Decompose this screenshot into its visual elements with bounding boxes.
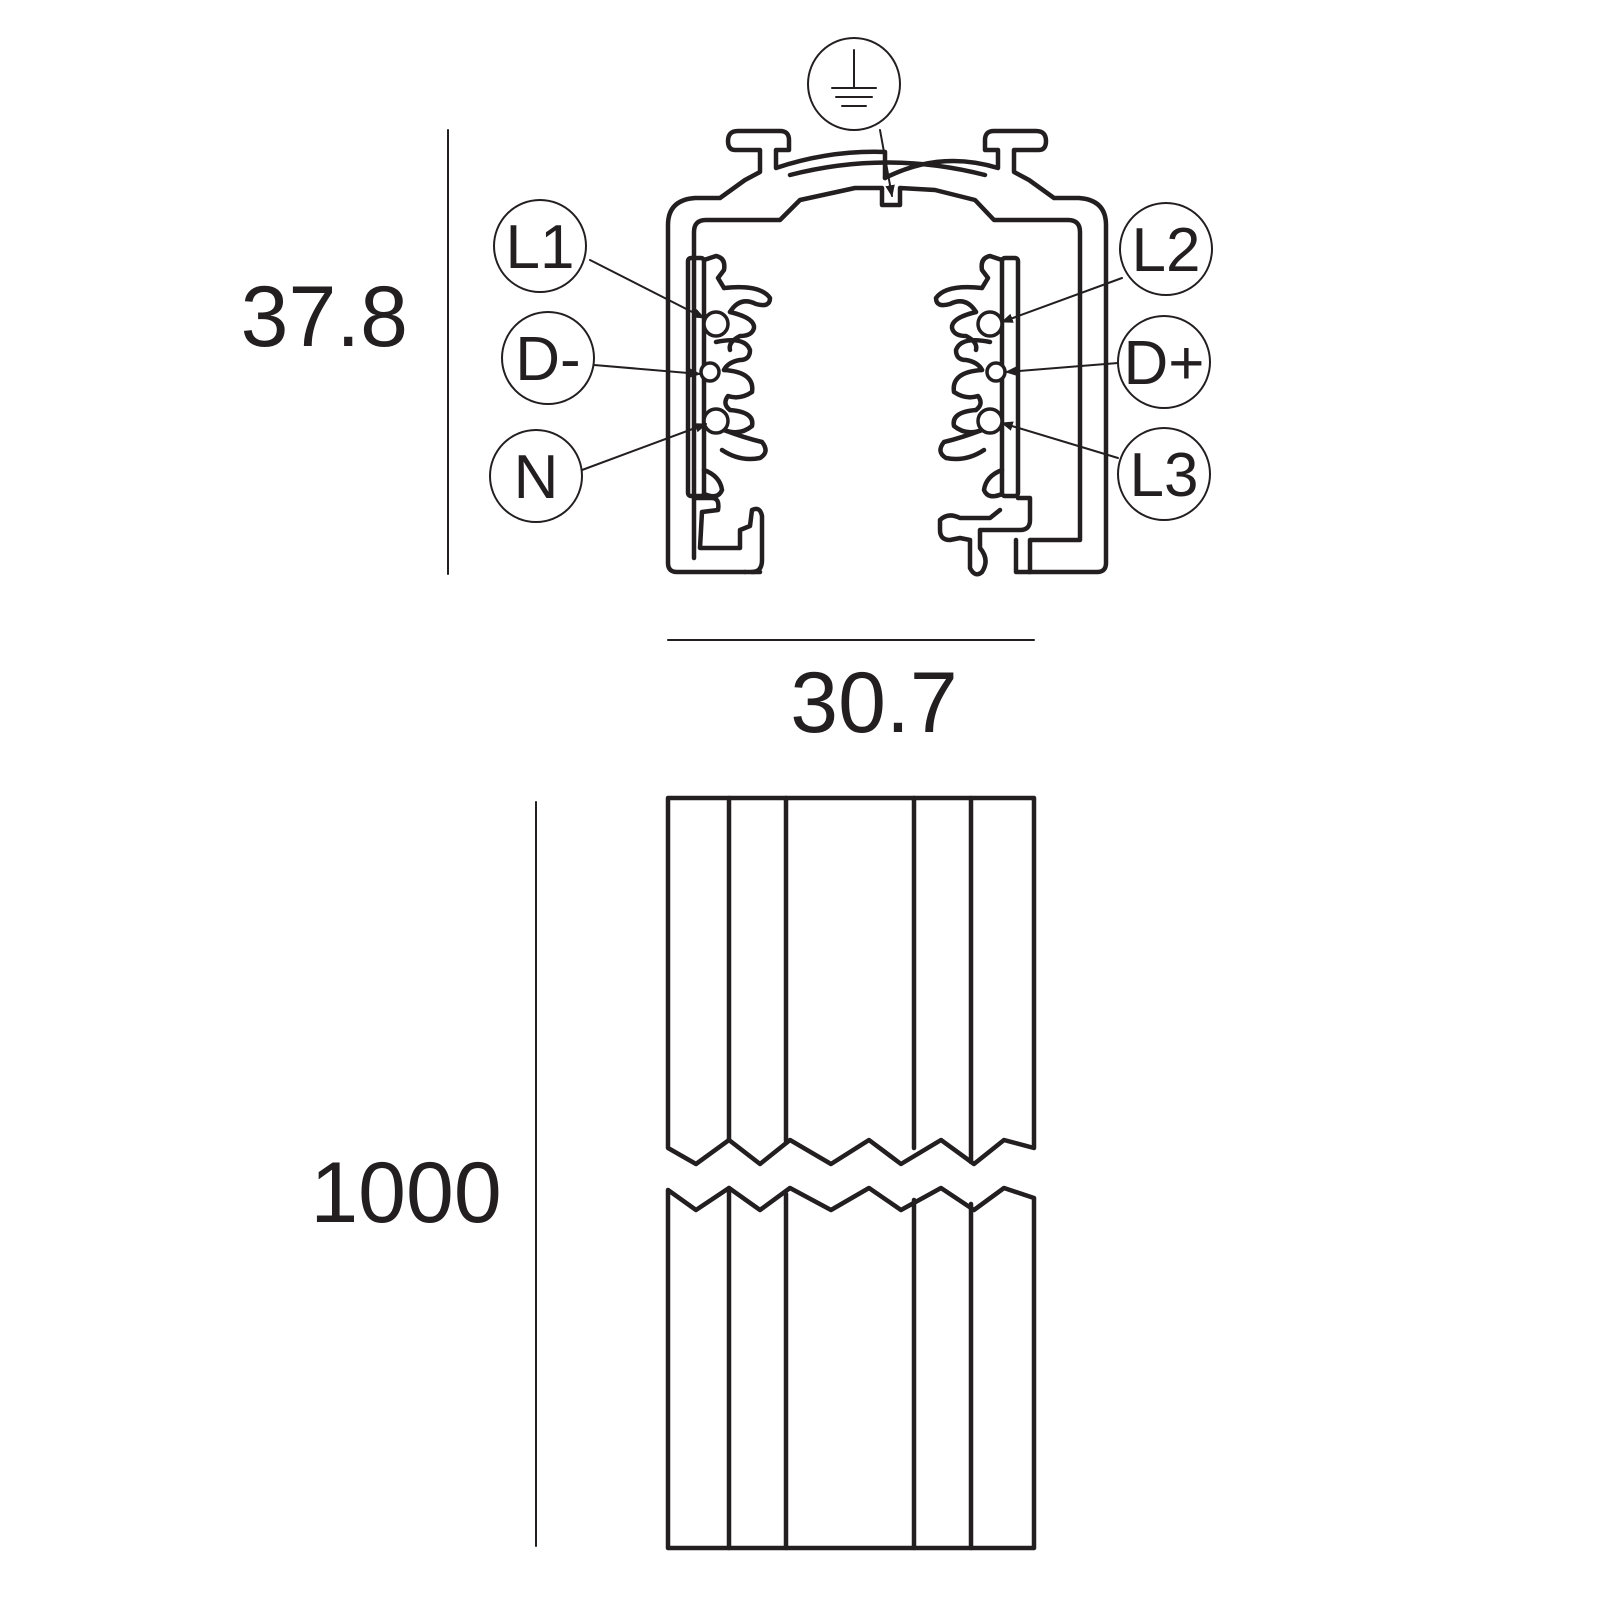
callout-l2-label: L2 [1132,216,1201,285]
contact-d-plus [985,361,1007,383]
rail-side-view [665,795,1037,1551]
width-dimension-value: 30.7 [790,655,957,751]
contact-n [702,407,730,435]
contact-d-minus [699,361,721,383]
callout-l3-label: L3 [1130,441,1199,510]
callout-l1: L1 [493,199,587,293]
width-dimension: 30.7 [667,639,1035,751]
height-dimension: 37.8 [241,129,449,575]
contact-l2 [976,310,1004,338]
track-profile-cross-section [665,128,1109,577]
callout-d-minus-label: D- [515,325,580,394]
height-dimension-value: 37.8 [241,269,408,365]
callout-d-plus: D+ [1117,315,1211,409]
callout-earth [807,37,901,131]
contact-l1 [702,310,730,338]
callout-l3: L3 [1117,427,1211,521]
contact-l3 [976,407,1004,435]
callout-l1-label: L1 [506,213,575,282]
callout-n: N [489,429,583,523]
earth-ground-icon [831,49,877,107]
length-dimension-value: 1000 [310,1145,501,1241]
callout-d-plus-label: D+ [1124,329,1205,398]
leader-lines [581,129,1123,471]
callout-n-label: N [514,443,559,512]
callout-l2: L2 [1119,202,1213,296]
callout-d-minus: D- [501,311,595,405]
length-dimension: 1000 [310,801,537,1547]
